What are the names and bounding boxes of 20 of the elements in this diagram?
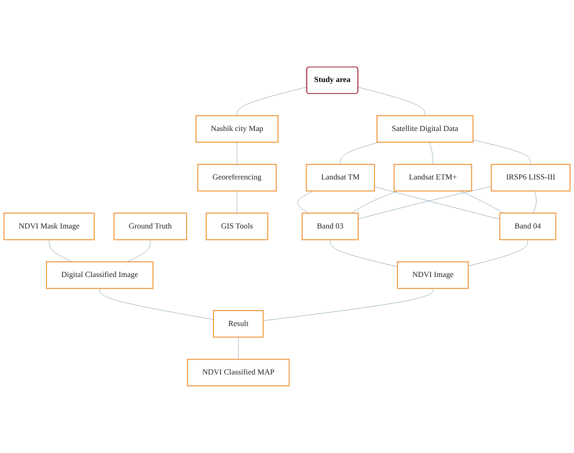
connector xyxy=(236,86,308,116)
connector xyxy=(472,140,531,165)
connector xyxy=(358,87,426,116)
connector xyxy=(351,190,398,214)
connector xyxy=(429,142,434,165)
connector xyxy=(236,142,238,165)
connector xyxy=(340,142,380,165)
connector xyxy=(532,190,537,214)
connector xyxy=(374,186,500,220)
connector xyxy=(330,240,398,268)
connector xyxy=(358,186,492,220)
connector xyxy=(238,336,239,360)
connector xyxy=(127,240,151,262)
connector xyxy=(297,190,314,214)
connector xyxy=(236,190,238,214)
connector xyxy=(460,190,504,214)
connector xyxy=(262,288,434,322)
connector xyxy=(99,288,214,320)
connector xyxy=(468,240,528,266)
connector xyxy=(48,240,72,262)
